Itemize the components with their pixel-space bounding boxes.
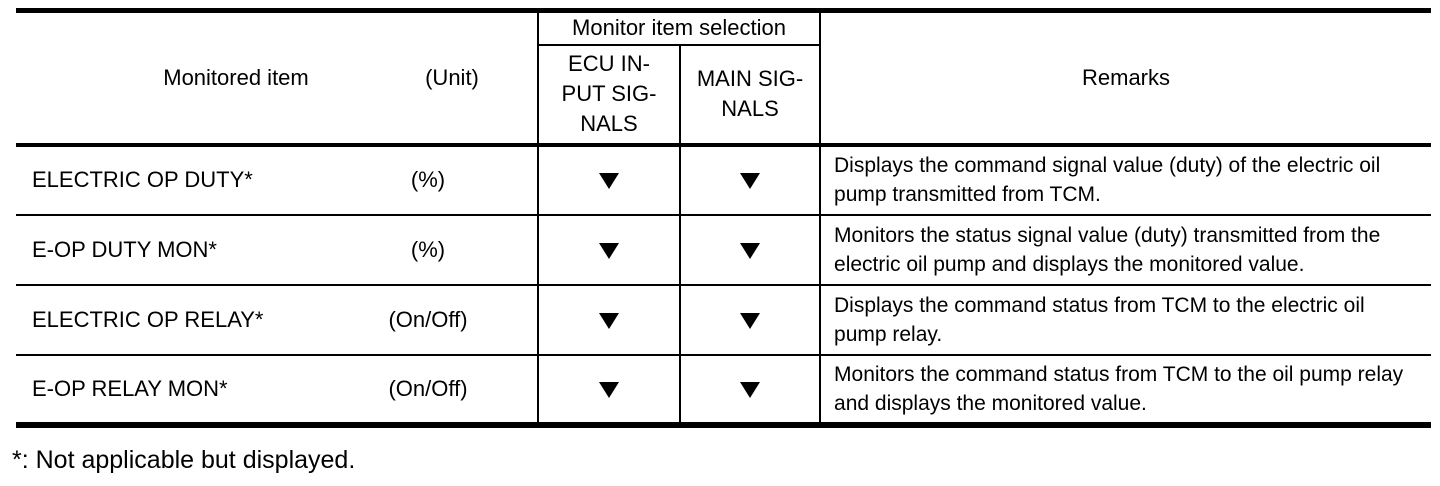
table-row: E-OP RELAY MON* (On/Off) Monitors the co…	[16, 353, 1432, 425]
remarks-cell: Monitors the command status from TCM to …	[820, 353, 1432, 425]
ecu-input-selection-cell	[538, 353, 681, 425]
ecu-input-selection-cell	[538, 213, 681, 285]
triangle-down-icon	[740, 173, 760, 190]
table-row: ELECTRIC OP DUTY* (%) Displays the comma…	[16, 144, 1431, 215]
table-row: ELECTRIC OP RELAY* (On/Off) Displays the…	[16, 283, 1432, 355]
header-row-sub: ECU IN- PUT SIG- NALS MAIN SIG- NALS	[16, 44, 1431, 147]
triangle-down-icon	[599, 312, 619, 329]
triangle-down-icon	[599, 242, 619, 259]
header-row-top: Monitored item (Unit) Monitor item selec…	[16, 10, 1432, 147]
triangle-down-icon	[740, 312, 760, 329]
monitor-item-table: Monitored item (Unit) Monitor item selec…	[16, 8, 1432, 428]
ecu-input-signals-header: ECU IN- PUT SIG- NALS	[538, 44, 681, 147]
monitored-item-header: Monitored item	[163, 64, 309, 90]
footnote: *: Not applicable but displayed.	[12, 446, 356, 474]
monitored-item-label: E-OP RELAY MON*	[32, 375, 228, 401]
main-selection-cell	[680, 353, 822, 425]
monitor-item-selection-header: Monitor item selection	[538, 10, 822, 46]
remarks-header: Remarks	[820, 10, 1432, 147]
ecu-input-selection-cell	[538, 144, 681, 215]
remarks-cell: Displays the command status from TCM to …	[820, 283, 1432, 355]
monitored-item-cell: ELECTRIC OP DUTY* (%)	[16, 144, 539, 215]
header-cell-monitored-item: Monitored item (Unit)	[16, 10, 539, 147]
remarks-cell: Monitors the status signal value (duty) …	[820, 213, 1432, 285]
monitored-item-cell: E-OP DUTY MON* (%)	[16, 213, 539, 285]
unit-value: (%)	[410, 167, 446, 192]
table-row: E-OP DUTY MON* (%) Monitors the status s…	[16, 213, 1432, 285]
main-selection-cell	[680, 283, 822, 355]
main-signals-header: MAIN SIG- NALS	[680, 44, 822, 147]
main-selection-cell	[680, 213, 822, 285]
monitored-item-cell: E-OP RELAY MON* (On/Off)	[16, 353, 539, 425]
unit-value: (On/Off)	[388, 306, 468, 332]
monitored-item-label: E-OP DUTY MON*	[32, 236, 217, 262]
unit-value: (%)	[410, 236, 446, 262]
monitored-item-label: ELECTRIC OP RELAY*	[32, 306, 264, 332]
remarks-cell: Displays the command signal value (duty)…	[834, 154, 1381, 206]
monitored-item-cell: ELECTRIC OP RELAY* (On/Off)	[16, 283, 539, 355]
unit-header: (Unit)	[425, 64, 479, 90]
ecu-input-selection-cell	[538, 283, 681, 355]
main-selection-cell	[680, 144, 822, 215]
triangle-down-icon	[740, 242, 760, 259]
triangle-down-icon	[740, 381, 760, 398]
monitored-item-label: ELECTRIC OP DUTY*	[32, 167, 253, 192]
triangle-down-icon	[599, 381, 619, 398]
triangle-down-icon	[599, 173, 619, 190]
unit-value: (On/Off)	[388, 375, 468, 401]
